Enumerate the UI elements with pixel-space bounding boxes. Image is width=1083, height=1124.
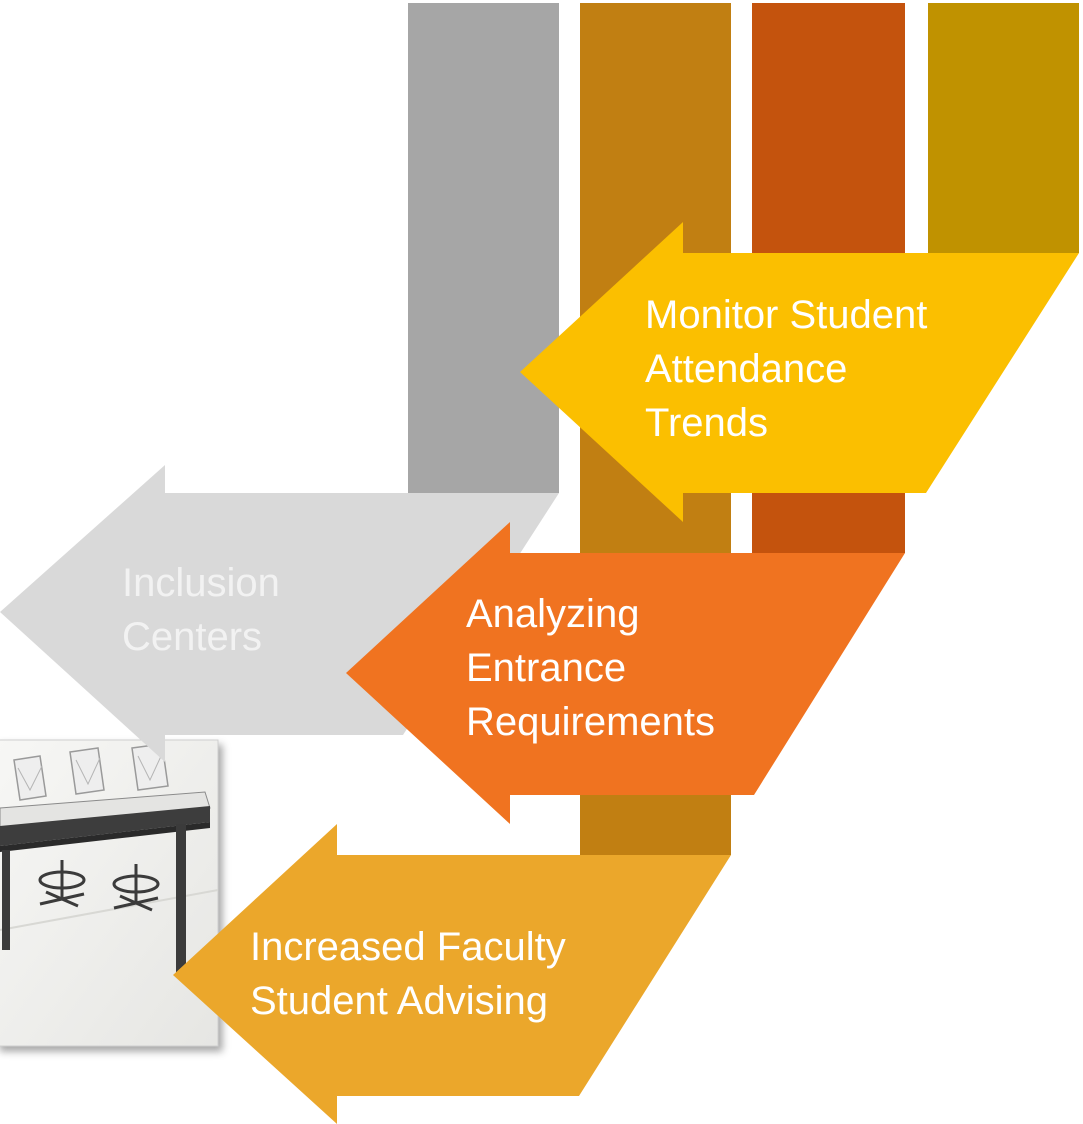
- label-line: Requirements: [466, 700, 716, 744]
- column-olive: [928, 3, 1079, 253]
- label-analyzing-requirements: Analyzing Entrance Requirements: [466, 587, 715, 749]
- arrow-monitor-attendance: [520, 222, 1079, 522]
- label-inclusion-centers: Inclusion Centers: [122, 556, 280, 664]
- label-line: Monitor Student: [645, 293, 928, 337]
- furniture-photo-icon: [0, 739, 219, 1047]
- label-monitor-attendance: Monitor Student Attendance Trends: [645, 288, 927, 450]
- label-line: Trends: [645, 401, 769, 445]
- arrow-faculty-advising: [173, 824, 731, 1124]
- label-line: Centers: [122, 615, 263, 659]
- arrow-analyzing-requirements: [346, 522, 905, 824]
- label-faculty-advising: Increased Faculty Student Advising: [250, 920, 566, 1028]
- label-line: Increased Faculty: [250, 925, 566, 969]
- column-gray: [408, 3, 559, 493]
- label-line: Analyzing: [466, 592, 640, 636]
- label-line: Entrance: [466, 646, 627, 690]
- label-line: Inclusion: [122, 561, 280, 605]
- label-line: Student Advising: [250, 979, 548, 1023]
- label-line: Attendance: [645, 347, 848, 391]
